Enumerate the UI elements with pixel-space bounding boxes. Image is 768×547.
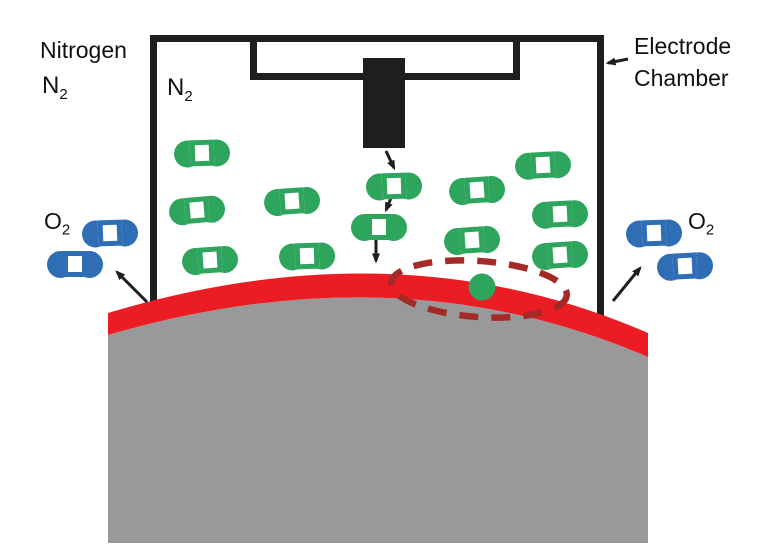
- molecule-bond: [97, 219, 123, 247]
- chamber-top-wall: [150, 35, 604, 42]
- n2-molecule: [514, 150, 572, 181]
- molecule-bond: [189, 139, 215, 167]
- molecule-bond: [183, 196, 211, 224]
- n2-outside-base: N: [42, 72, 60, 99]
- arrow-molecule-down-1: [384, 197, 393, 213]
- bracket-right-post: [513, 42, 520, 80]
- n2-outside-sub: 2: [59, 85, 68, 103]
- n2-molecule: [365, 171, 423, 201]
- reaction-highlight-ellipse: [387, 257, 571, 321]
- arrow-o2-escape-right: [611, 266, 642, 302]
- n2-molecule: [531, 199, 589, 230]
- arrow-label-to-chamber: [605, 57, 629, 66]
- o2-right-sub: 2: [705, 221, 715, 239]
- molecule-bond: [197, 246, 223, 274]
- chamber-left-wall: [150, 35, 157, 308]
- n2-molecule: [531, 239, 589, 271]
- n2-molecule: [181, 244, 239, 276]
- label-electrode-chamber: Electrode Chamber: [634, 30, 731, 94]
- molecule-bond: [294, 242, 320, 270]
- o2-left-base: O: [44, 208, 62, 234]
- n2-molecule: [263, 185, 321, 217]
- o2-right-base: O: [688, 208, 706, 234]
- n2-molecule: [351, 213, 407, 241]
- bracket-left-post: [250, 42, 257, 80]
- o2-molecule: [47, 250, 103, 278]
- n2-molecule: [443, 224, 501, 256]
- electrode: [363, 58, 405, 148]
- label-o2-left: O2: [44, 208, 70, 238]
- n2-molecule: [448, 174, 506, 206]
- o2-molecule: [81, 218, 139, 248]
- nitrogen-title-text: Nitrogen: [40, 37, 127, 63]
- label-nitrogen-title: Nitrogen: [40, 38, 127, 62]
- molecule-bond: [367, 214, 391, 240]
- chamber-right-wall: [597, 35, 604, 316]
- n2-molecule: [167, 194, 227, 227]
- molecule-bond: [381, 172, 407, 200]
- n2-molecule: [173, 138, 231, 168]
- n2-inside-sub: 2: [184, 87, 193, 105]
- substrate-dome: [108, 297, 648, 543]
- label-n2-inside: N2: [167, 74, 193, 104]
- molecule-bond: [547, 241, 573, 269]
- electrode-chamber-line2: Chamber: [634, 65, 729, 91]
- molecule-bond: [459, 226, 485, 254]
- molecule-bond: [63, 251, 87, 277]
- molecule-bond: [641, 219, 667, 247]
- molecule-bond: [530, 151, 556, 179]
- molecule-bond: [464, 176, 490, 204]
- red-surface-layer: [108, 273, 648, 357]
- arrow-o2-escape-left: [115, 270, 149, 304]
- molecule-bond: [279, 187, 305, 215]
- adsorbed-nitrogen-atom: [468, 273, 496, 301]
- o2-molecule: [625, 218, 683, 248]
- o2-molecule: [656, 251, 714, 282]
- o2-left-sub: 2: [61, 221, 71, 239]
- n2-inside-base: N: [167, 74, 185, 101]
- label-o2-right: O2: [688, 208, 714, 238]
- molecule-bond: [672, 252, 698, 280]
- electrode-chamber-line1: Electrode: [634, 33, 732, 59]
- molecule-bond: [547, 200, 573, 228]
- arrow-electrode-to-molecule: [384, 150, 396, 171]
- label-n2-outside: N2: [42, 72, 68, 102]
- n2-molecule: [278, 241, 336, 271]
